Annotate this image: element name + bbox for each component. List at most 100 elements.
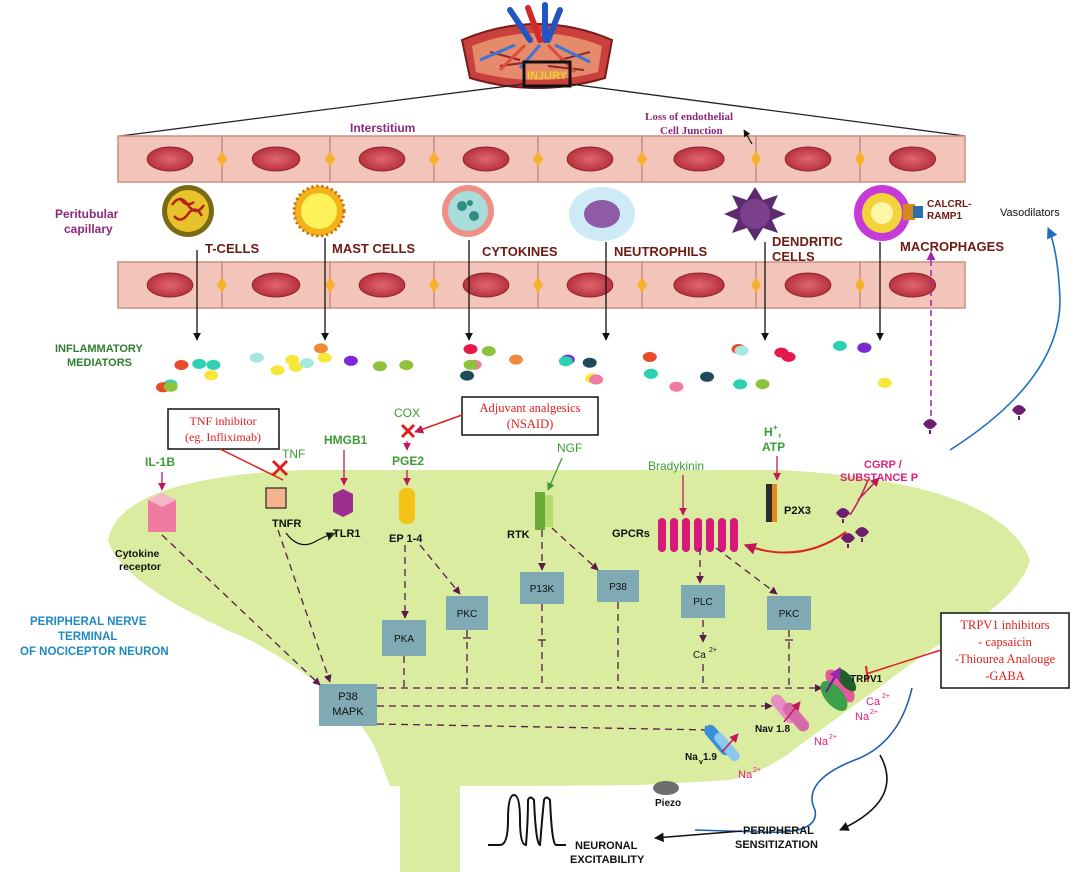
- tnf-inhibitor-line2: (eg. Infliximab): [185, 430, 261, 444]
- capillary-label-line1: Peritubular: [55, 207, 119, 221]
- mediator-dot: [192, 358, 207, 369]
- endothelial-top-cell: [751, 135, 861, 183]
- signaling-dashed-arrows: [161, 527, 823, 734]
- mediator-dot: [877, 377, 892, 388]
- trpv1-inhibitors-line1: TRPV1 inhibitors: [960, 618, 1049, 632]
- cytokine-cell-icon: [442, 185, 494, 237]
- mediator-dot: [313, 343, 328, 354]
- plc-ca-label: Ca: [693, 650, 706, 661]
- nav19-na-sup: 2+: [753, 767, 761, 774]
- trpv1-ca-label: Ca: [866, 696, 881, 708]
- endothelial-top-cell: [325, 135, 435, 183]
- h-label: H: [764, 425, 773, 439]
- dendritic-cells-label-line2: CELLS: [772, 249, 815, 264]
- endothelial-top-cell: [117, 135, 223, 183]
- mediator-dot: [343, 355, 358, 366]
- interstitium-label: Interstitium: [350, 121, 415, 135]
- tlr1-label: TLR1: [333, 528, 361, 540]
- mediator-dot: [481, 346, 496, 357]
- rtk-icon: [535, 492, 553, 530]
- tlr1-icon: [333, 489, 353, 517]
- mediator-dot: [463, 359, 478, 370]
- mediator-dot: [174, 360, 189, 370]
- neutrophil-icon: [569, 187, 635, 241]
- p38-box: P38: [597, 570, 639, 602]
- nav18-label: Nav 1.8: [755, 724, 790, 735]
- trpv1-ca-sup: 2+: [882, 693, 890, 700]
- il1b-label: IL-1B: [145, 455, 175, 469]
- vasodilation-arrow: [949, 226, 1061, 451]
- mediator-dot: [700, 371, 714, 382]
- endothelial-top-cell: [533, 135, 643, 183]
- adjuvant-analgesics-box: Adjuvant analgesics (NSAID): [461, 396, 599, 436]
- trpv1-inhibitors-line4: -GABA: [985, 669, 1025, 683]
- hmgb1-label: HMGB1: [324, 433, 368, 447]
- tnf-inhibition-line: [219, 448, 284, 481]
- cytokine-receptor-line2: receptor: [119, 561, 161, 573]
- pkc-box-1: PKC: [446, 596, 488, 630]
- adjuvant-line2: (NSAID): [507, 417, 554, 431]
- tnf-inhibitor-line1: TNF inhibitor: [189, 414, 256, 428]
- pge2-label: PGE2: [392, 454, 424, 468]
- pka-label: PKA: [394, 634, 414, 645]
- bradykinin-label: Bradykinin: [648, 459, 704, 473]
- mediator-dot: [774, 347, 789, 358]
- endothelial-label-line2: Cell Junction: [660, 125, 723, 137]
- calcrl-label-line2: RAMP1: [927, 211, 962, 222]
- mediator-dot: [206, 359, 221, 370]
- piezo-label: Piezo: [655, 798, 681, 809]
- cgrp-label-line2: SUBSTANCE P: [840, 472, 918, 484]
- rtk-label: RTK: [507, 529, 530, 541]
- endothelial-label-line1: Loss of endothelial: [645, 111, 733, 123]
- zoom-line-right: [569, 83, 966, 137]
- mediator-dot: [460, 370, 475, 381]
- pkc-box-2: PKC: [767, 596, 811, 630]
- mediator-dot: [734, 345, 749, 356]
- peptide-icon: [836, 508, 850, 523]
- vasodilators-label: Vasodilators: [1000, 207, 1060, 219]
- dendritic-cell-icon: [724, 187, 786, 241]
- trpv1-na-label: Na: [855, 711, 870, 723]
- ngf-label: NGF: [557, 441, 582, 455]
- tnf-inhibitor-box: TNF inhibitor (eg. Infliximab): [167, 408, 280, 450]
- plc-box: PLC: [681, 585, 725, 618]
- ep-receptor-label: EP 1-4: [389, 533, 423, 545]
- gpcr-helix: [658, 518, 666, 552]
- trpv1-inhibition-bar: [865, 665, 869, 683]
- gpcr-helix: [682, 518, 690, 552]
- nav18-na-sup: 2+: [829, 734, 837, 741]
- p38-label: P38: [609, 582, 627, 593]
- neutrophils-label: NEUTROPHILS: [614, 244, 708, 259]
- cox-label: COX: [394, 406, 420, 420]
- sensitization-label-line2: SENSITIZATION: [735, 839, 818, 851]
- peptide-icon: [923, 419, 937, 434]
- nav18-na-label: Na: [814, 736, 829, 748]
- sensitization-arrow: [839, 754, 888, 831]
- trpv1-inhibitors-line3: -Thiourea Analouge: [955, 652, 1056, 666]
- terminal-label-line1: PERIPHERAL NERVE: [30, 616, 147, 628]
- p38-mapk-line2: MAPK: [332, 706, 364, 718]
- mediator-dot: [582, 357, 597, 368]
- endothelial-bottom-cell: [637, 261, 757, 309]
- kinase-feed-bars: [463, 637, 793, 641]
- tnfr-tlr1-arrow: [317, 532, 334, 541]
- zoom-line-left: [119, 83, 525, 137]
- mediator-dot: [249, 352, 264, 363]
- endothelial-bottom-cell: [533, 261, 643, 309]
- gpcr-helix: [730, 518, 738, 552]
- mediator-dot: [642, 352, 657, 362]
- sensitization-curve: [694, 687, 913, 834]
- mediator-dot: [285, 354, 300, 365]
- endothelial-top-cell: [217, 135, 331, 183]
- atp-label: ATP: [762, 440, 785, 454]
- macrophage-icon: [854, 185, 910, 241]
- p38-mapk-line1: P38: [338, 691, 358, 703]
- p13k-label: P13K: [530, 584, 555, 595]
- endothelial-row-top: [117, 135, 966, 183]
- mediator-dot: [463, 344, 478, 355]
- mediator-dot: [832, 340, 847, 351]
- peptide-icon: [841, 533, 855, 548]
- endothelial-top-cell: [855, 135, 966, 183]
- endothelial-bottom-cell: [325, 261, 435, 309]
